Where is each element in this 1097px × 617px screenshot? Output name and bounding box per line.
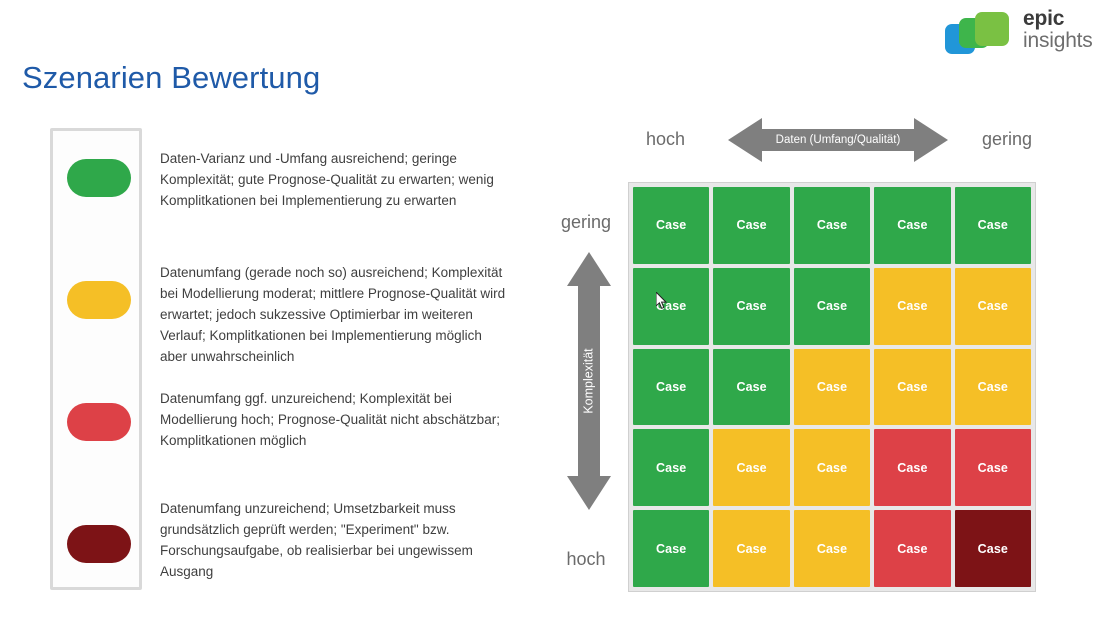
legend-swatch-darkred <box>67 525 131 563</box>
matrix-cell[interactable]: Case <box>954 348 1031 426</box>
matrix-cell[interactable]: Case <box>713 429 790 507</box>
matrix-cell[interactable]: Case <box>633 429 710 507</box>
matrix-cell[interactable]: Case <box>954 187 1031 264</box>
axis-label-hoch-bottom: hoch <box>566 549 606 569</box>
vertical-axis: gering hoch Komplexität <box>548 182 624 592</box>
matrix-cell[interactable]: Case <box>793 429 871 507</box>
matrix-cell[interactable]: Case <box>793 348 871 426</box>
matrix-cell[interactable]: Case <box>874 429 951 507</box>
matrix-cell[interactable]: Case <box>713 267 790 345</box>
horizontal-axis-label: Daten (Umfang/Qualität) <box>775 134 901 146</box>
horizontal-axis: hoch gering Daten (Umfang/Qualität) <box>628 118 1036 170</box>
matrix-cell[interactable]: Case <box>633 267 710 345</box>
matrix-cell[interactable]: Case <box>633 348 710 426</box>
legend-description-red: Datenumfang ggf. unzureichend; Komplexit… <box>160 391 500 448</box>
axis-label-gering-right: gering <box>981 129 1032 149</box>
vertical-axis-label-container: Komplexität <box>567 252 611 510</box>
matrix-cell[interactable]: Case <box>874 510 951 587</box>
logo-word-insights: insights <box>1023 29 1093 53</box>
matrix-cell[interactable]: Case <box>874 348 951 426</box>
matrix-cell[interactable]: Case <box>633 510 710 587</box>
legend-description-yellow: Datenumfang (gerade noch so) ausreichend… <box>160 265 506 364</box>
matrix-cell[interactable]: Case <box>793 267 871 345</box>
matrix-cell[interactable]: Case <box>874 267 951 345</box>
horizontal-axis-label-container: Daten (Umfang/Qualität) <box>728 118 948 162</box>
legend-swatch-yellow <box>67 281 131 319</box>
matrix-cell[interactable]: Case <box>954 510 1031 587</box>
matrix-cell[interactable]: Case <box>713 187 790 264</box>
matrix-cell[interactable]: Case <box>793 510 871 587</box>
matrix-cell[interactable]: Case <box>713 510 790 587</box>
matrix-cell[interactable]: Case <box>954 267 1031 345</box>
legend-description-darkred: Datenumfang unzureichend; Umsetzbarkeit … <box>160 501 473 579</box>
vertical-double-arrow-icon: Komplexität <box>567 252 611 510</box>
logo-mark-icon <box>945 12 1017 54</box>
legend-panel <box>50 128 142 590</box>
axis-label-hoch-left: hoch <box>646 129 686 149</box>
legend-description-green: Daten-Varianz und -Umfang ausreichend; g… <box>160 151 494 208</box>
legend-swatch-red <box>67 403 131 441</box>
legend-swatch-green <box>67 159 131 197</box>
matrix-cell[interactable]: Case <box>954 429 1031 507</box>
matrix-cell[interactable]: Case <box>793 187 871 264</box>
logo-word-epic: epic <box>1023 7 1065 30</box>
logo-wordmark: epic insights <box>1023 7 1093 53</box>
logo-square-green <box>975 12 1009 46</box>
vertical-axis-label: Komplexität <box>582 348 596 414</box>
page-title: Szenarien Bewertung <box>22 60 321 95</box>
matrix-cell[interactable]: Case <box>713 348 790 426</box>
axis-label-gering-top: gering <box>560 212 612 232</box>
brand-logo: epic insights <box>945 7 1093 58</box>
matrix-cell[interactable]: Case <box>874 187 951 264</box>
matrix-cell[interactable]: Case <box>633 187 710 264</box>
horizontal-double-arrow-icon: Daten (Umfang/Qualität) <box>728 118 948 162</box>
